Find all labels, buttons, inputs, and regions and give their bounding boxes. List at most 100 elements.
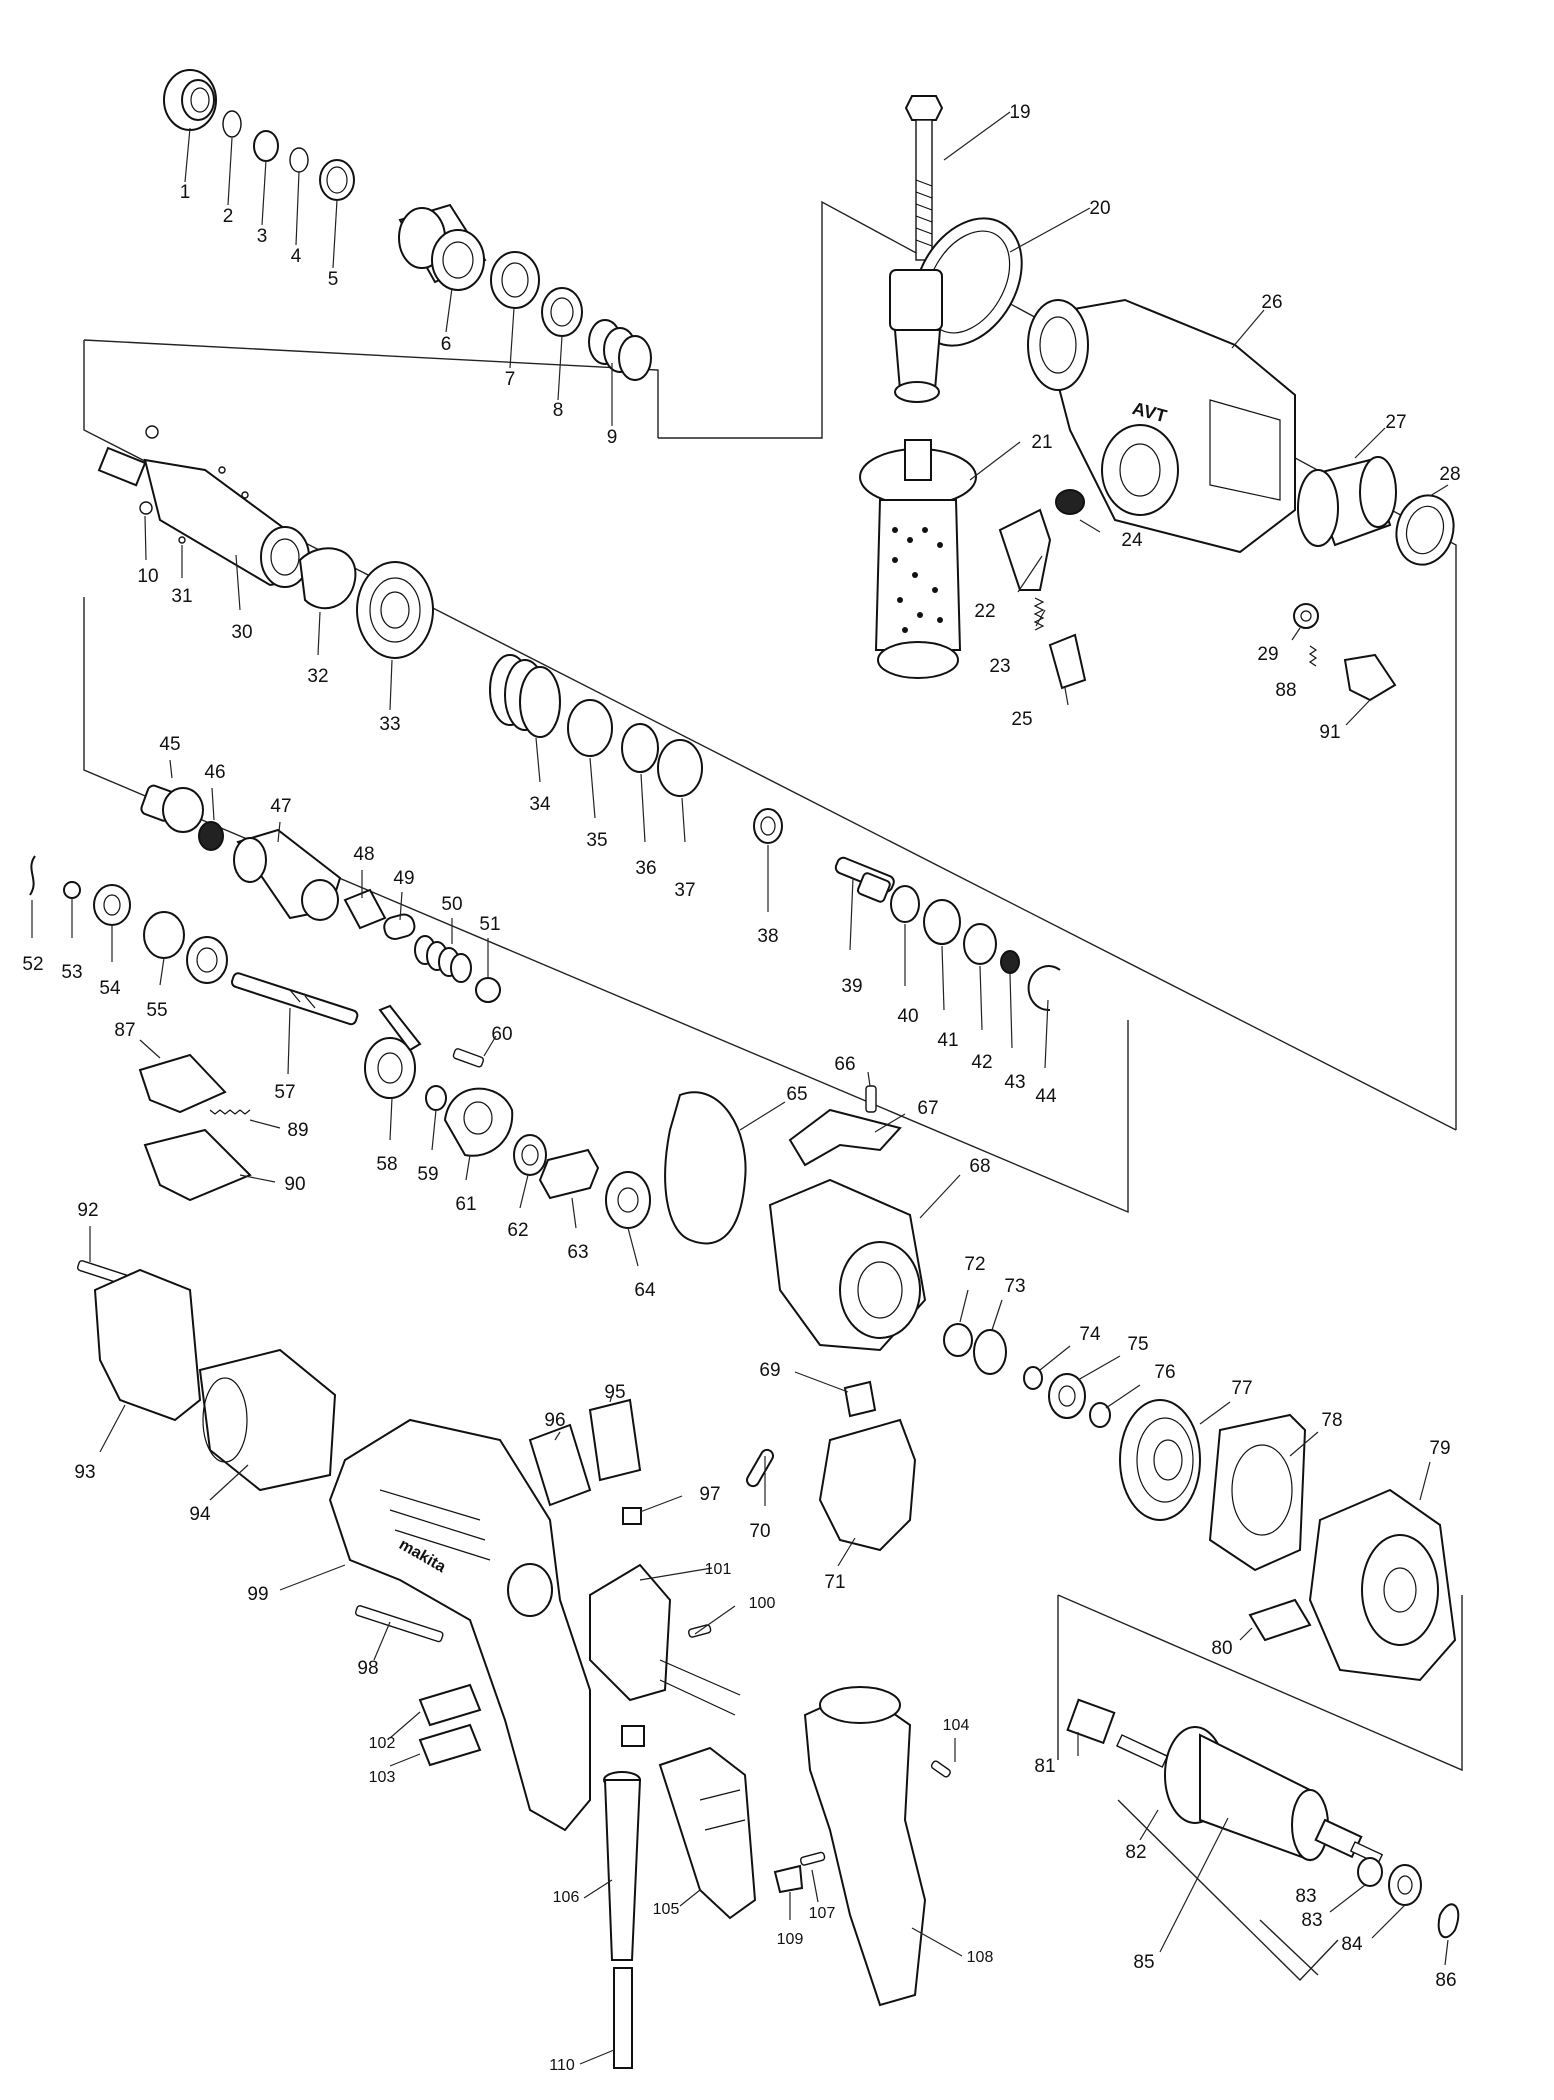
label-part-46: 46 [204,762,225,783]
part-61-bracket [443,1087,514,1157]
label-part-69: 69 [759,1360,780,1381]
part-102-label [418,1683,482,1727]
part-41-ring [923,899,961,945]
part-28-seal [1395,494,1455,566]
label-part-90: 90 [284,1174,305,1195]
label-part-29: 29 [1257,644,1278,665]
part-69-bracket [843,1380,877,1418]
label-part-99: 99 [247,1584,268,1605]
label-part-77: 77 [1231,1378,1252,1399]
part-96-label [528,1423,592,1507]
label-part-107: 107 [809,1905,836,1922]
part-84-bearing [1388,1864,1422,1906]
label-part-83: 83 [1301,1910,1322,1931]
label-part-40: 40 [897,1006,918,1027]
part-57-shaft [230,972,359,1026]
label-part-71: 71 [824,1572,845,1593]
label-part-36: 36 [635,858,656,879]
part-43-o-ring [1000,950,1020,974]
label-part-73: 73 [1004,1276,1025,1297]
label-part-48: 48 [353,844,374,865]
label-part-70: 70 [749,1521,770,1542]
part-65-o-ring [664,1091,747,1245]
label-part-37: 37 [674,880,695,901]
part-29-bearing [1293,603,1319,629]
label-part-67: 67 [917,1098,938,1119]
part-97-clip [622,1507,642,1525]
group-frames [83,200,1463,1981]
part-21-side-grip [859,439,977,679]
part-108-handle-cover [803,1686,927,2007]
part-62-bearing [513,1134,547,1176]
part-3-washer [253,130,279,162]
part-110-cord [613,1967,633,2069]
part-20-clamp-band [889,217,1023,403]
part-80-filter [1248,1598,1312,1642]
part-74-bushing [1023,1366,1043,1390]
label-part-103: 103 [369,1769,396,1786]
handle-housing-parts: makita [76,1260,951,2069]
label-part-3: 3 [257,226,268,247]
motor-parts [1066,1488,1460,1939]
label-part-57: 57 [274,1082,295,1103]
part-7-ring [490,251,540,309]
label-part-49: 49 [393,868,414,889]
label-part-19: 19 [1009,102,1030,123]
label-part-23: 23 [989,656,1010,677]
label-part-62: 62 [507,1220,528,1241]
part-39-striker [834,856,895,903]
spindle-parts [97,425,1061,1012]
label-part-38: 38 [757,926,778,947]
label-part-6: 6 [441,334,452,355]
label-part-41: 41 [937,1030,958,1051]
piston-parts [29,784,651,1229]
middle-housing-parts [664,1085,1307,1572]
part-36-ring [621,723,659,773]
part-72-seal [943,1323,973,1357]
label-part-31: 31 [171,586,192,607]
part-89-spring [209,1109,251,1115]
label-part-8: 8 [553,400,564,421]
label-part-91: 91 [1319,722,1340,743]
label-part-108: 108 [967,1949,994,1966]
label-part-42: 42 [971,1052,992,1073]
part-45-piston [140,784,204,833]
part-60-screw [452,1048,485,1068]
label-part-2: 2 [223,206,234,227]
part-73-o-ring [973,1329,1007,1375]
label-part-88: 88 [1275,680,1296,701]
part-71-holder [818,1418,917,1552]
label-part-61: 61 [455,1194,476,1215]
label-part-80: 80 [1211,1638,1232,1659]
part-77-fan [1119,1399,1201,1521]
part-26-gear-housing [1027,298,1296,554]
part-23-spring [1033,597,1045,631]
part-32-ring-clip [298,547,357,610]
label-part-10: 10 [137,566,158,587]
label-part-4: 4 [291,246,302,267]
label-part-89: 89 [287,1120,308,1141]
part-51-washer [475,977,501,1003]
label-part-84: 84 [1341,1934,1363,1955]
part-24-o-ring [1055,489,1085,515]
part-34-spring [489,654,561,738]
part-31-pin [178,536,186,544]
part-66-screw [865,1085,877,1113]
label-part-106: 106 [553,1889,580,1906]
part-33-gear [356,561,434,659]
label-part-78: 78 [1321,1410,1342,1431]
part-27-sleeve [1297,456,1397,547]
part-98-screw [354,1605,444,1643]
label-part-110: 110 [549,2057,575,2074]
part-99-housing [328,1418,591,1832]
part-70-pin [746,1448,774,1488]
label-part-54: 54 [99,978,121,999]
label-part-34: 34 [529,794,551,815]
part-83-washer [1357,1857,1383,1887]
label-part-101: 101 [705,1561,732,1578]
part-47-cylinder [233,828,342,921]
part-81-sleeve [1066,1698,1116,1745]
label-part-74: 74 [1079,1324,1101,1345]
part-82-armature [1115,1726,1384,1865]
part-54-gear [93,884,131,926]
